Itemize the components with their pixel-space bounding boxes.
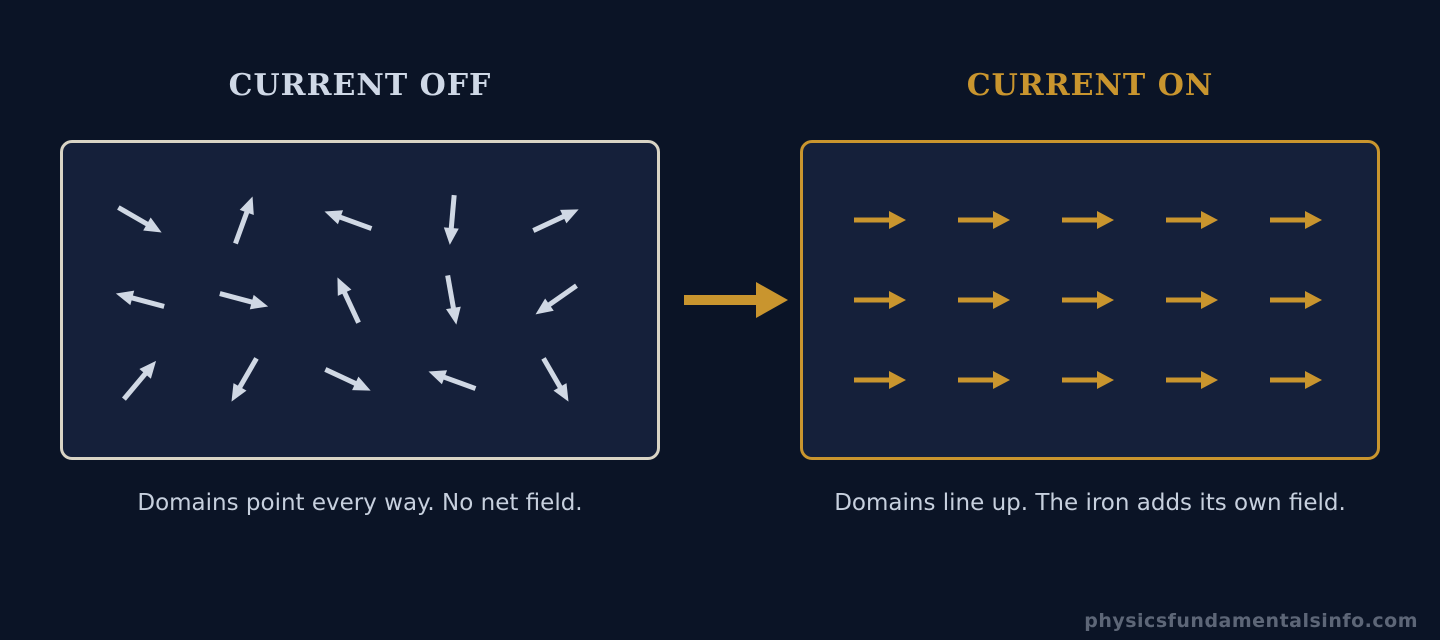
current-off-caption: Domains point every way. No net field. <box>137 490 583 516</box>
current-on-title: CURRENT ON <box>966 68 1214 103</box>
domain-arrow-off-r3c5 <box>541 357 569 402</box>
domain-arrow-on-r1c2 <box>958 211 1010 229</box>
domain-arrow-off-r1c1 <box>117 205 162 233</box>
domain-arrow-off-r3c2 <box>231 357 259 402</box>
site-watermark: physicsfundamentalsinfo.com <box>1084 610 1418 632</box>
domain-arrow-off-r1c3 <box>324 210 373 231</box>
domain-arrow-off-r2c1 <box>115 290 165 309</box>
domain-arrow-on-r2c4 <box>1166 291 1218 309</box>
domain-arrow-off-r2c2 <box>219 291 269 310</box>
domain-arrow-off-r2c4 <box>445 274 461 325</box>
domain-arrow-off-r1c5 <box>532 209 579 233</box>
domain-arrow-off-r2c5 <box>535 283 578 315</box>
domain-arrow-on-r1c4 <box>1166 211 1218 229</box>
domain-arrow-on-r3c4 <box>1166 371 1218 389</box>
domain-arrow-on-r3c5 <box>1270 371 1322 389</box>
domain-arrow-on-r2c2 <box>958 291 1010 309</box>
domain-arrow-on-r2c5 <box>1270 291 1322 309</box>
domain-arrow-on-r3c3 <box>1062 371 1114 389</box>
domain-arrow-off-r3c3 <box>324 367 371 391</box>
aligned-domain-arrows <box>854 211 1322 389</box>
domain-arrow-off-r1c2 <box>233 196 254 245</box>
domain-arrow-off-r2c3 <box>337 277 361 324</box>
random-domain-arrows <box>115 194 579 402</box>
right-arrow-icon <box>684 282 788 318</box>
domain-arrow-on-r3c2 <box>958 371 1010 389</box>
current-off-title: CURRENT OFF <box>228 68 492 103</box>
domain-arrow-off-r3c4 <box>428 370 477 391</box>
domain-arrow-on-r1c3 <box>1062 211 1114 229</box>
domain-arrow-off-r3c1 <box>122 360 157 401</box>
domain-arrow-off-r1c4 <box>443 194 459 245</box>
current-on-caption: Domains line up. The iron adds its own f… <box>834 490 1346 516</box>
domain-arrow-on-r2c1 <box>854 291 906 309</box>
domain-arrow-on-r3c1 <box>854 371 906 389</box>
domain-arrow-on-r1c5 <box>1270 211 1322 229</box>
domain-arrow-on-r2c3 <box>1062 291 1114 309</box>
domain-arrow-on-r1c1 <box>854 211 906 229</box>
